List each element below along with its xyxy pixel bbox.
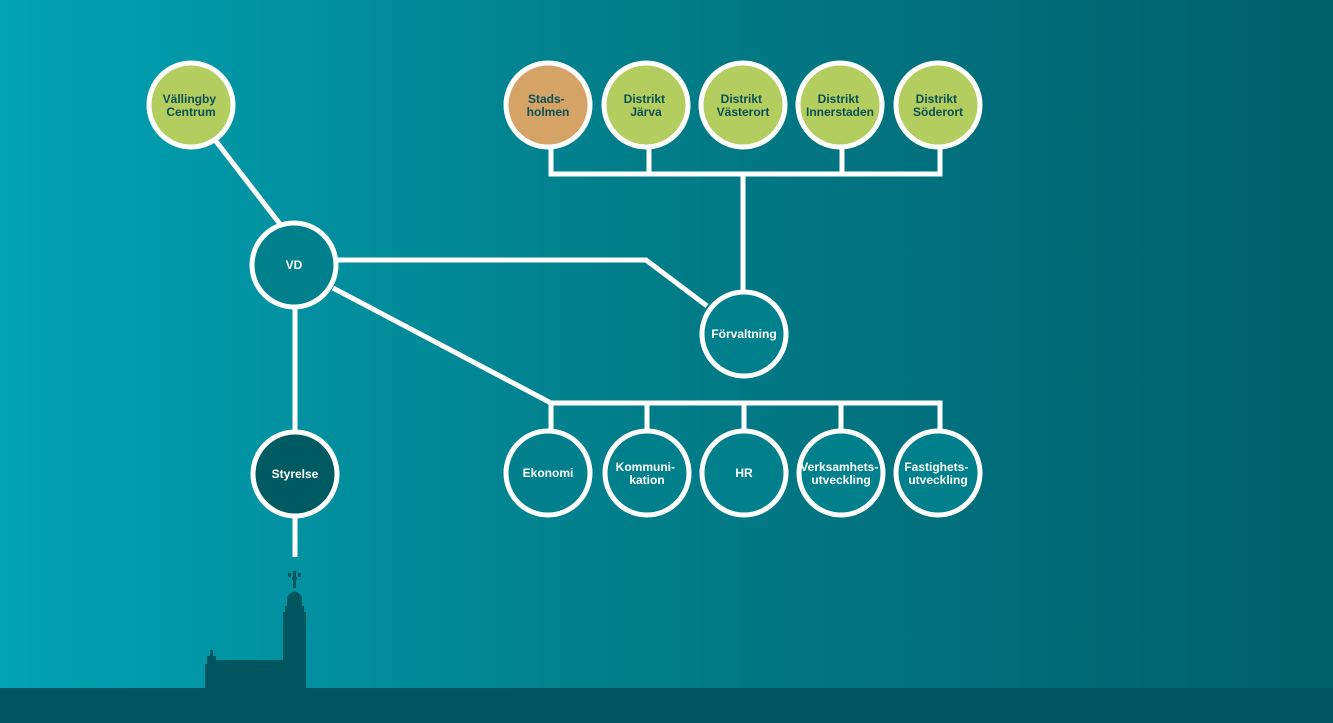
node-label-line: Västerort xyxy=(717,105,770,119)
connector-lines xyxy=(213,138,943,557)
svg-text:HR: HR xyxy=(735,466,753,480)
svg-text:Verksamhets- utveckling: Verksamhets- utveckling xyxy=(800,460,881,487)
line-vallingby-vd xyxy=(213,138,282,226)
ground-strip xyxy=(0,688,1333,723)
node-label-line: VD xyxy=(286,258,303,272)
line-vd-forvaltning xyxy=(338,257,709,308)
node-label-line: Distrikt xyxy=(624,92,665,106)
node-distrikt-jarva[interactable]: Distrikt Järva xyxy=(601,60,691,150)
node-label-line: Distrikt xyxy=(916,92,957,106)
svg-text:Distrikt Västerort: Distrikt Västerort xyxy=(717,92,770,119)
node-distrikt-innerstaden[interactable]: Distrikt Innerstaden xyxy=(795,60,885,150)
node-label-line: holmen xyxy=(527,105,570,119)
node-label-line: Ekonomi xyxy=(523,466,574,480)
node-label-line: Vällingby xyxy=(163,92,217,106)
svg-text:Fastighets- utveckling: Fastighets- utveckling xyxy=(904,460,971,487)
node-fastighetsutveckling[interactable]: Fastighets- utveckling xyxy=(893,428,983,518)
svg-text:Distrikt Söderort: Distrikt Söderort xyxy=(913,92,963,119)
node-label-line: Förvaltning xyxy=(711,327,776,341)
line-districts-bracket xyxy=(548,148,943,177)
node-ekonomi[interactable]: Ekonomi xyxy=(503,428,593,518)
node-label-line: Fastighets- xyxy=(904,460,968,474)
node-label-line: Distrikt xyxy=(818,92,859,106)
svg-text:Förvaltning: Förvaltning xyxy=(711,327,776,341)
svg-text:Distrikt Innerstaden: Distrikt Innerstaden xyxy=(806,92,874,119)
node-label-line: Innerstaden xyxy=(806,105,874,119)
node-label-line: Stads- xyxy=(528,92,565,106)
svg-text:Styrelse: Styrelse xyxy=(272,467,319,481)
svg-text:Stads- holmen: Stads- holmen xyxy=(527,92,570,119)
node-stadsholmen[interactable]: Stads- holmen xyxy=(503,60,593,150)
node-verksamhetsutveckling[interactable]: Verksamhets- utveckling xyxy=(796,428,886,518)
line-vd-departments xyxy=(331,285,554,433)
city-hall-silhouette-icon xyxy=(205,571,306,690)
node-label-line: Järva xyxy=(630,105,662,119)
svg-text:Distrikt Järva: Distrikt Järva xyxy=(624,92,669,119)
node-forvaltning[interactable]: Förvaltning xyxy=(699,289,789,379)
node-label-line: Centrum xyxy=(166,105,215,119)
svg-text:Ekonomi: Ekonomi xyxy=(523,466,574,480)
node-label-line: Verksamhets- xyxy=(800,460,878,474)
node-label-line: Distrikt xyxy=(721,92,762,106)
node-kommunikation[interactable]: Kommuni- kation xyxy=(602,428,692,518)
node-distrikt-vasterort[interactable]: Distrikt Västerort xyxy=(698,60,788,150)
node-vallingby-centrum[interactable]: Vällingby Centrum xyxy=(146,60,236,150)
node-vd[interactable]: VD xyxy=(249,220,339,310)
node-styrelse[interactable]: Styrelse xyxy=(250,429,340,519)
node-label-line: Söderort xyxy=(913,105,963,119)
node-label-line: utveckling xyxy=(908,473,967,487)
svg-text:Vällingby Centrum: Vällingby Centrum xyxy=(163,92,220,119)
svg-text:VD: VD xyxy=(286,258,303,272)
node-label-line: utveckling xyxy=(811,473,870,487)
node-label-line: Kommuni- xyxy=(616,460,675,474)
node-hr[interactable]: HR xyxy=(699,428,789,518)
node-label-line: HR xyxy=(735,466,753,480)
node-distrikt-soderort[interactable]: Distrikt Söderort xyxy=(893,60,983,150)
svg-text:Kommuni- kation: Kommuni- kation xyxy=(616,460,679,487)
line-departments-bracket xyxy=(549,400,943,433)
node-label-line: Styrelse xyxy=(272,467,319,481)
node-label-line: kation xyxy=(629,473,664,487)
